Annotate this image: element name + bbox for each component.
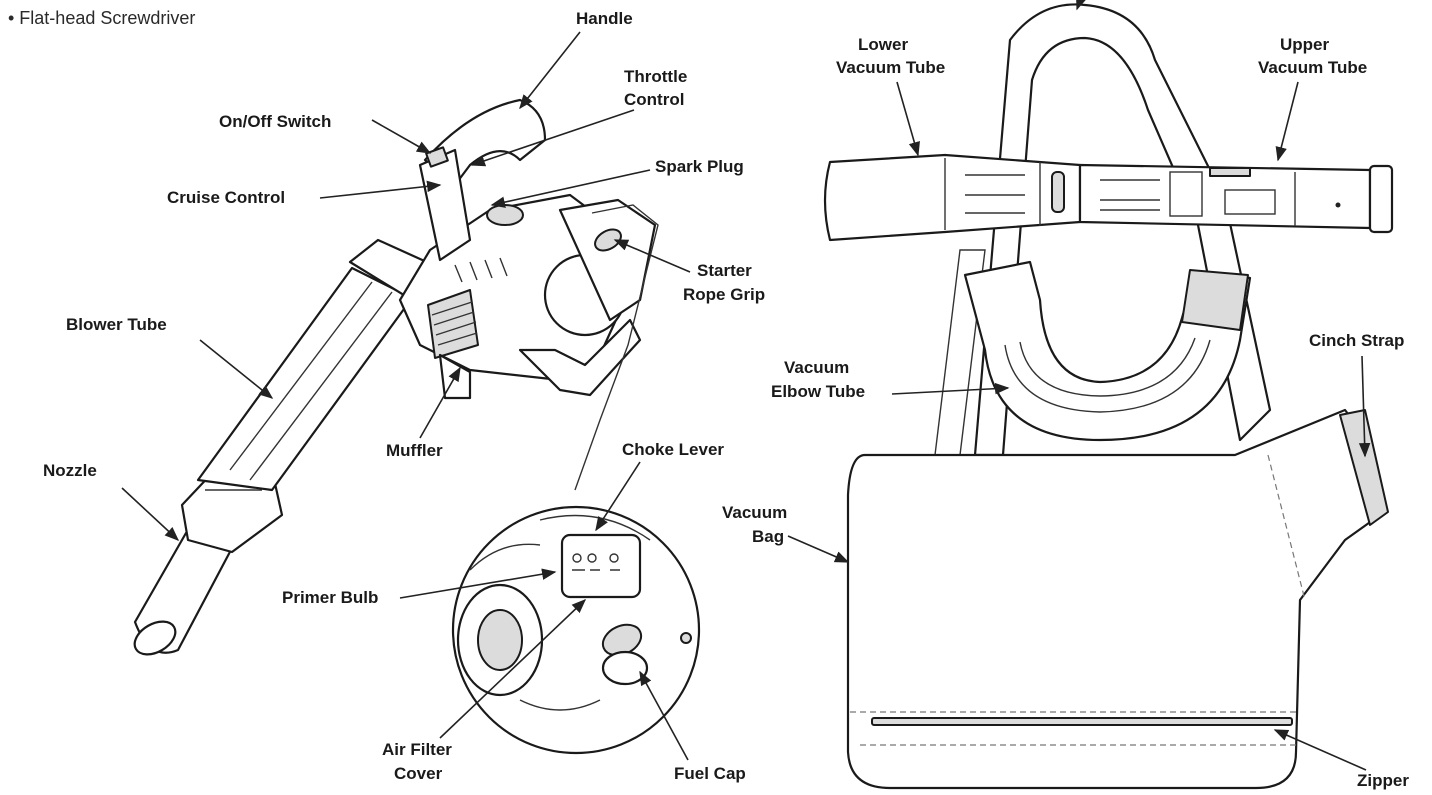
label-lower-vac-line1: Lower — [858, 35, 908, 54]
label-upper-vac-line1: Upper — [1280, 35, 1330, 54]
tool-item-screwdriver: • Flat-head Screwdriver — [8, 8, 195, 28]
label-lower-vac-line2: Vacuum Tube — [836, 58, 945, 77]
label-primer-bulb: Primer Bulb — [282, 588, 378, 607]
label-handle: Handle — [576, 9, 633, 28]
label-air-filter-line2: Cover — [394, 764, 443, 783]
label-elbow-line1: Vacuum — [784, 358, 849, 377]
vacuum-kit-illustration — [823, 3, 1394, 790]
blower-illustration — [133, 98, 657, 656]
label-throttle-line1: Throttle — [624, 67, 687, 86]
label-choke-lever: Choke Lever — [622, 440, 724, 459]
leader-lines — [121, 0, 1371, 771]
engine-detail-inset — [451, 204, 701, 755]
label-elbow-line2: Elbow Tube — [771, 382, 865, 401]
label-cinch-strap: Cinch Strap — [1309, 331, 1404, 350]
label-nozzle: Nozzle — [43, 461, 97, 480]
label-zipper: Zipper — [1357, 771, 1409, 790]
label-muffler: Muffler — [386, 441, 443, 460]
label-bag-line1: Vacuum — [722, 503, 787, 522]
label-cruise-control: Cruise Control — [167, 188, 285, 207]
label-bag-line2: Bag — [752, 527, 784, 546]
label-spark-plug: Spark Plug — [655, 157, 744, 176]
label-fuel-cap: Fuel Cap — [674, 764, 746, 783]
label-starter-line2: Rope Grip — [683, 285, 765, 304]
label-starter-line1: Starter — [697, 261, 752, 280]
label-blower-tube: Blower Tube — [66, 315, 167, 334]
label-throttle-line2: Control — [624, 90, 684, 109]
label-onoff-switch: On/Off Switch — [219, 112, 331, 131]
label-air-filter-line1: Air Filter — [382, 740, 452, 759]
label-upper-vac-line2: Vacuum Tube — [1258, 58, 1367, 77]
